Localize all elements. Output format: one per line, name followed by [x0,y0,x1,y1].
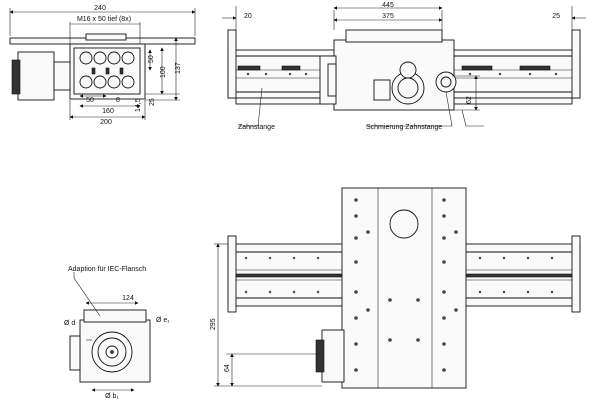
end-view-top-block [85,33,127,41]
end-view-grooves [79,51,135,89]
end-view-gear [53,61,71,91]
dim-64: 64 [224,364,231,372]
top-view-carriage-plate [341,187,467,389]
top-view-plate-holes [354,198,458,372]
label-zahnstange: Zahnstange [238,124,275,131]
end-view-motor-cap [11,59,21,95]
dim-445: 445 [382,2,394,9]
label-adaption: Adaption für IEC-Flansch [68,266,146,273]
dim-thread: M16 x 50 tief (8x) [77,16,131,23]
end-view-profile [73,47,141,95]
front-view-right-end [571,29,581,99]
end-view: 240 M16 x 50 tief (8x) 50 100 137 50 8 1… [9,5,196,126]
dim-160: 160 [102,108,114,115]
top-view-motor [321,329,345,383]
top-view-rail-holes [244,256,554,294]
front-view-left-end [227,29,237,99]
dim-20: 20 [244,13,252,20]
front-view: 445 375 20 25 62 Zahnstange Schmierung Z… [222,2,586,131]
top-view-bore [389,209,419,239]
dim-phi-e: Ø e₁ [156,317,170,324]
motor-view-housing [79,319,151,383]
dim-375: 375 [382,13,394,20]
dim-phi-d: Ø d [64,320,75,327]
dim-62: 62 [466,96,473,104]
motor-view-adapter [83,309,147,323]
dim-124: 124 [122,295,134,302]
dim-25: 25 [149,98,156,106]
dim-phi-b: Ø b₁ [105,393,119,400]
front-view-carriage [333,39,455,111]
dim-200: 200 [100,119,112,126]
dim-137: 137 [175,62,182,74]
label-schmierung: Schmierung Zahnstange [366,124,442,131]
dim-25: 25 [552,13,560,20]
dim-240: 240 [94,5,106,12]
dim-50-bottom: 50 [86,97,94,104]
dim-295: 295 [210,318,217,330]
dim-50-right: 50 [148,55,155,63]
front-view-slots [237,65,558,76]
end-view-motor [17,51,55,101]
dim-14-5: 14,5 [135,98,142,112]
dim-8: 8 [116,97,120,104]
top-view: 295 64 [210,187,581,389]
dim-100: 100 [160,66,167,78]
motor-view: Adaption für IEC-Flansch 124 Ø d Ø e₁ Ø … [64,266,170,400]
lubrication-unit [435,71,457,93]
motor-view-flange-outer [91,331,133,373]
